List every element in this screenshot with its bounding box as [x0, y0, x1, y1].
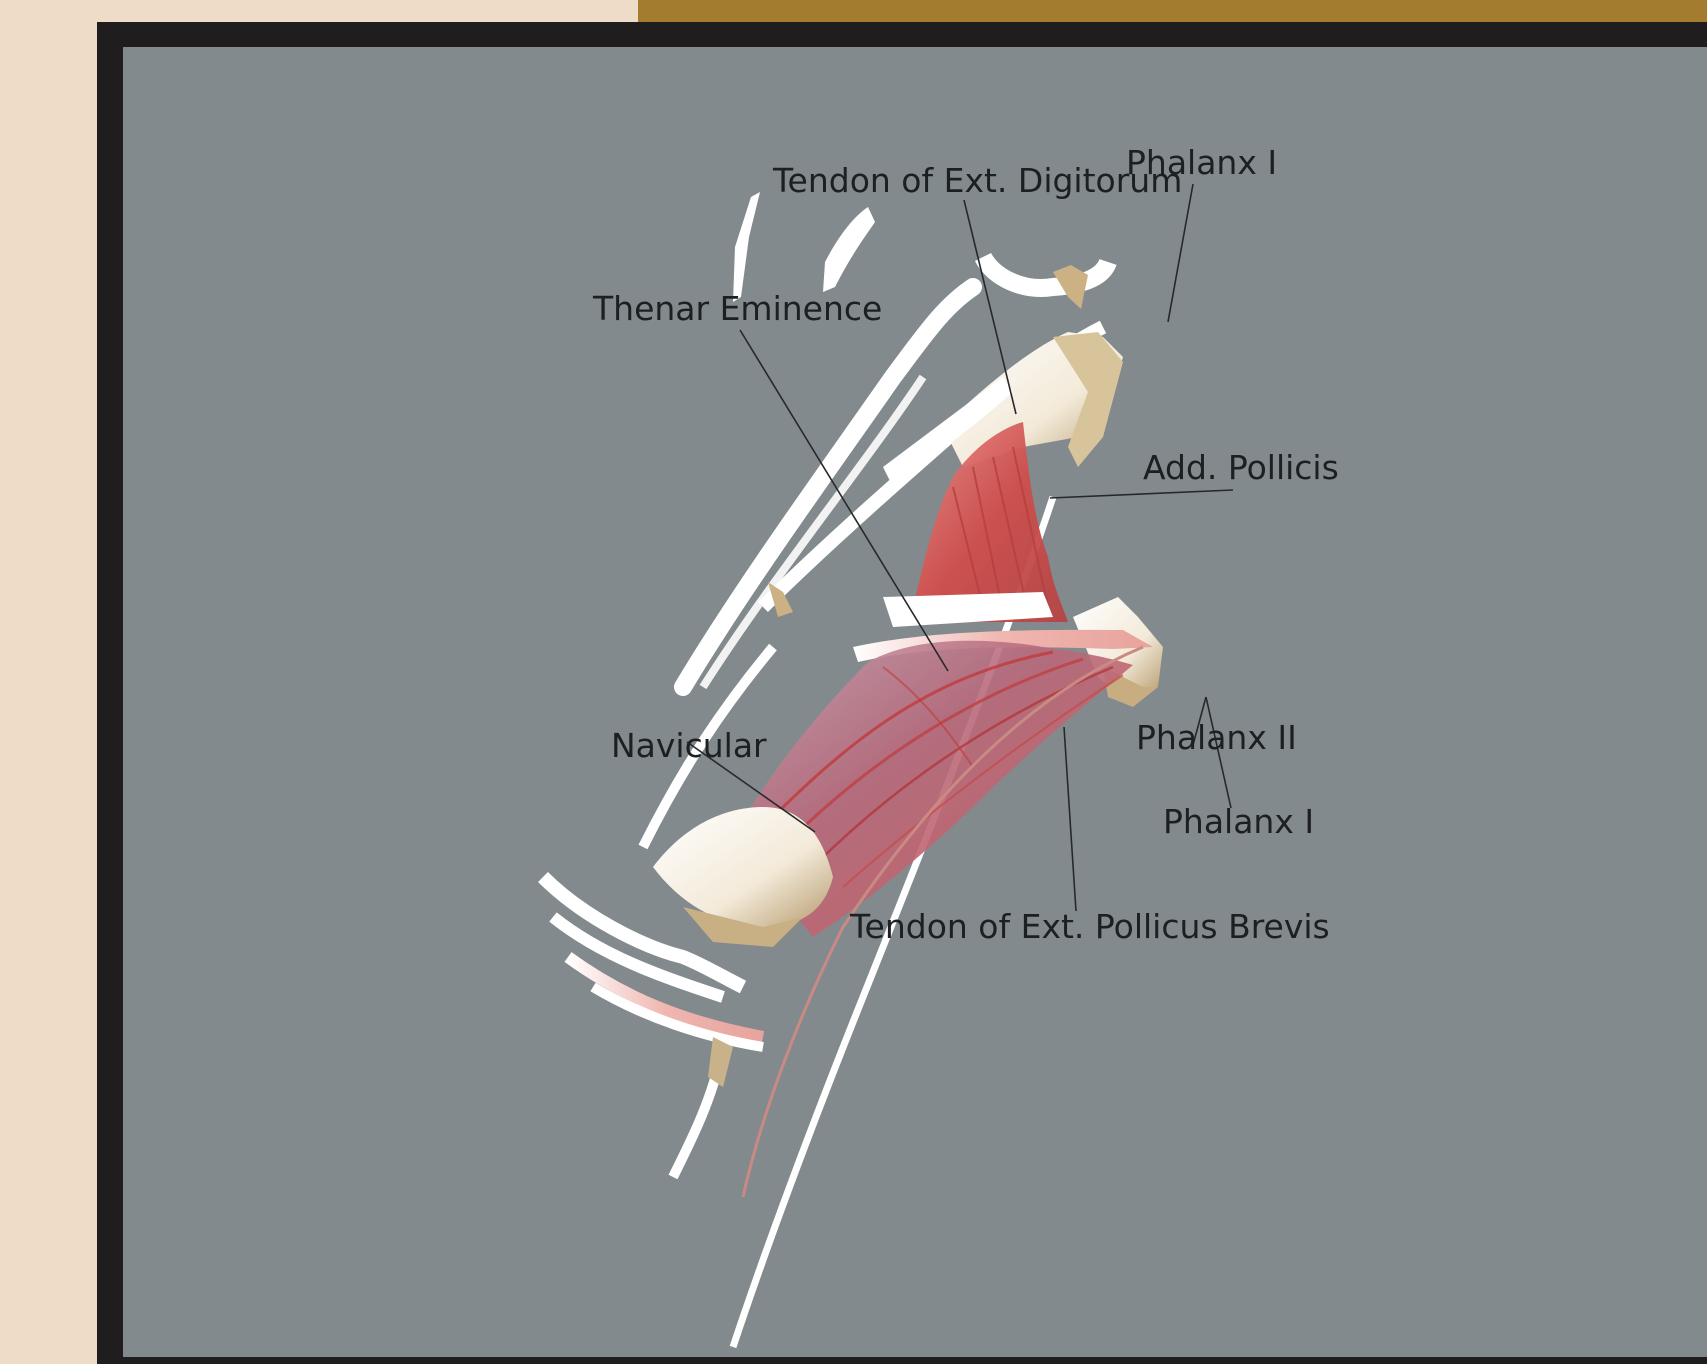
label-navicular: Navicular	[611, 726, 767, 765]
anatomy-3d-viewport[interactable]: Tendon of Ext. Digitorum Phalanx I Thena…	[123, 47, 1707, 1357]
label-phalanx-i-top: Phalanx I	[1126, 143, 1277, 182]
thumb-anatomy-illustration: Tendon of Ext. Digitorum Phalanx I Thena…	[123, 47, 1707, 1357]
label-tendon-ext-digitorum: Tendon of Ext. Digitorum	[772, 161, 1182, 200]
top-accent-bar	[638, 0, 1707, 22]
label-phalanx-i-bottom: Phalanx I	[1163, 802, 1314, 841]
label-thenar-eminence: Thenar Eminence	[592, 289, 882, 328]
label-add-pollicis: Add. Pollicis	[1143, 448, 1339, 487]
label-phalanx-ii: Phalanx II	[1136, 718, 1297, 757]
label-tendon-ext-pollicus-brevis: Tendon of Ext. Pollicus Brevis	[849, 907, 1330, 946]
